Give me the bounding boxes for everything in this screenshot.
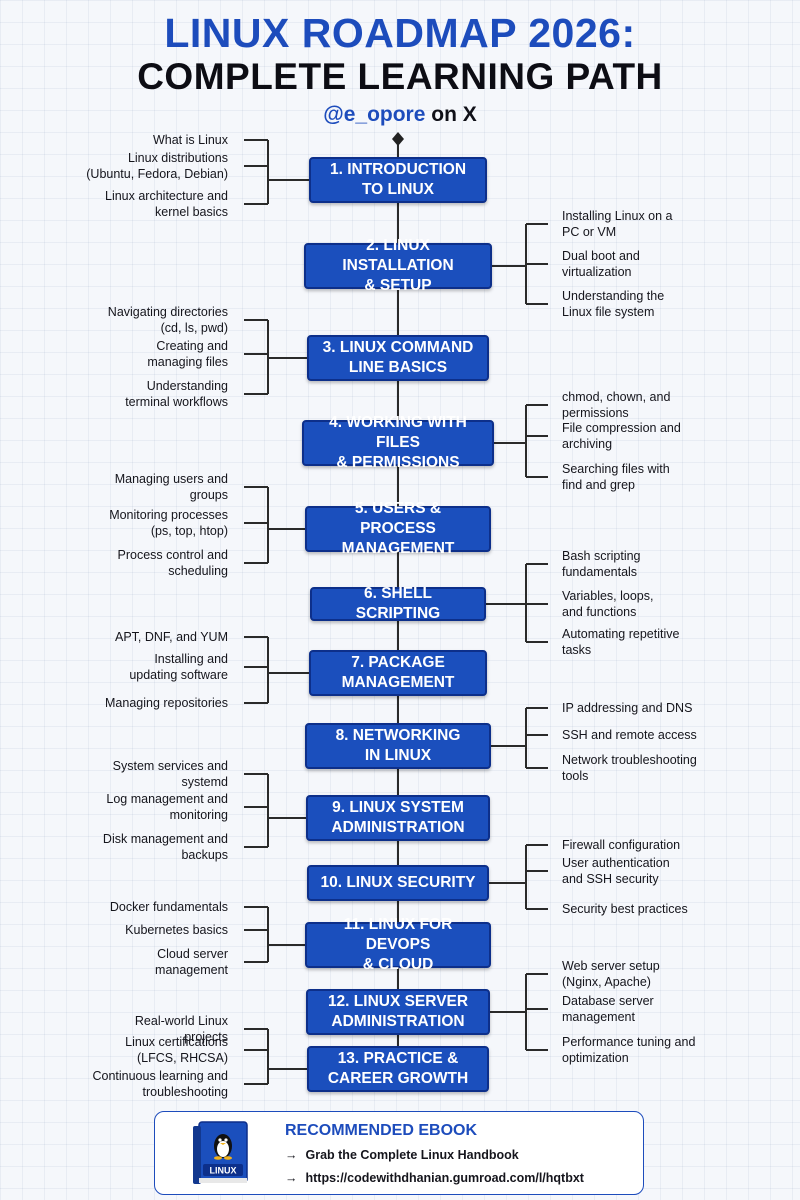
step-11-item-2: Kubernetes basics: [125, 923, 228, 937]
arrow-right-icon: →: [285, 1171, 298, 1185]
step-5-item-1: Managing users and groups: [114, 472, 228, 502]
step-13-item-1: Real-world Linux projects: [134, 1014, 228, 1044]
book-label: LINUX: [210, 1166, 237, 1176]
step-box-12: 12. LINUX SERVER ADMINISTRATION: [306, 989, 490, 1035]
step-10-item-2: User authentication and SSH security: [562, 856, 670, 886]
step-1-item-3: Linux architecture and kernel basics: [105, 189, 228, 219]
step-7-item-1: APT, DNF, and YUM: [114, 630, 228, 644]
ebook-panel[interactable]: LINUX RECOMMENDED EBOOK → Grab the Comple…: [154, 1111, 644, 1195]
step-box-8: 8. NETWORKING IN LINUX: [305, 723, 491, 769]
step-8-item-2: SSH and remote access: [562, 728, 697, 742]
author-handle: @e_opore on X: [0, 103, 800, 127]
step-3-item-3: Understanding terminal workflows: [125, 379, 228, 409]
step-3-item-2: Creating and managing files: [147, 339, 228, 369]
step-8-item-1: IP addressing and DNS: [562, 701, 693, 715]
step-8-item-3: Network troubleshooting tools: [562, 753, 697, 783]
step-5-item-2: Monitoring processes (ps, top, htop): [109, 508, 228, 538]
step-box-4: 4. WORKING WITH FILES & PERMISSIONS: [302, 414, 494, 471]
step-12-item-3: Performance tuning and optimization: [562, 1035, 696, 1065]
step-6-item-1: Bash scripting fundamentals: [562, 549, 641, 579]
page-title: LINUX ROADMAP 2026:: [164, 10, 636, 56]
handle-suffix: on X: [425, 103, 477, 126]
step-12-item-2: Database server management: [562, 994, 654, 1024]
step-box-6: 6. SHELL SCRIPTING: [310, 585, 486, 622]
step-box-11: 11. LINUX FOR DEVOPS & CLOUD: [305, 916, 491, 973]
arrow-right-icon: →: [285, 1148, 298, 1162]
step-4-item-3: Searching files with find and grep: [562, 462, 670, 492]
ebook-link-line[interactable]: → https://codewithdhanian.gumroad.com/l/h…: [285, 1171, 584, 1185]
step-box-1: 1. INTRODUCTION TO LINUX: [309, 157, 487, 203]
ebook-link[interactable]: https://codewithdhanian.gumroad.com/l/hq…: [305, 1171, 584, 1185]
handle-name: @e_opore: [323, 103, 426, 126]
step-11-item-3: Cloud server management: [155, 947, 228, 977]
step-4-item-2: File compression and archiving: [562, 421, 681, 451]
step-12-item-1: Web server setup (Nginx, Apache): [562, 959, 660, 989]
step-box-2: 2. LINUX INSTALLATION & SETUP: [304, 237, 492, 294]
step-box-13: 13. PRACTICE & CAREER GROWTH: [307, 1046, 489, 1092]
spine-start-marker: [392, 132, 404, 146]
step-4-item-1: chmod, chown, and permissions: [562, 390, 671, 420]
step-2-item-2: Dual boot and virtualization: [562, 249, 640, 279]
step-3-item-1: Navigating directories (cd, ls, pwd): [107, 305, 228, 335]
step-1-item-1: What is Linux: [152, 133, 228, 147]
step-7-item-2: Installing and updating software: [129, 652, 228, 682]
step-1-item-2: Linux distributions (Ubuntu, Fedora, Deb…: [86, 151, 228, 181]
step-9-item-3: Disk management and backups: [102, 832, 228, 862]
step-2-item-1: Installing Linux on a PC or VM: [562, 209, 673, 239]
step-2-item-3: Understanding the Linux file system: [562, 289, 665, 319]
tux-book-icon: LINUX: [193, 1121, 248, 1184]
step-box-10: 10. LINUX SECURITY: [307, 865, 489, 901]
step-9-item-1: System services and systemd: [112, 759, 228, 789]
step-6-item-2: Variables, loops, and functions: [562, 589, 654, 619]
step-13-item-3: Continuous learning and troubleshooting: [92, 1069, 228, 1099]
ebook-line-1: → Grab the Complete Linux Handbook: [285, 1148, 519, 1162]
step-box-9: 9. LINUX SYSTEM ADMINISTRATION: [306, 795, 490, 841]
step-box-7: 7. PACKAGE MANAGEMENT: [309, 650, 487, 696]
step-13-item-2: Linux certifications (LFCS, RHCSA): [125, 1035, 228, 1065]
step-10-item-3: Security best practices: [562, 902, 688, 916]
page-subtitle: COMPLETE LEARNING PATH: [137, 56, 663, 97]
step-9-item-2: Log management and monitoring: [106, 792, 228, 822]
step-10-item-1: Firewall configuration: [562, 838, 681, 852]
step-box-5: 5. USERS & PROCESS MANAGEMENT: [305, 500, 491, 557]
step-11-item-1: Docker fundamentals: [109, 900, 228, 914]
ebook-title: RECOMMENDED EBOOK: [285, 1122, 478, 1139]
step-7-item-3: Managing repositories: [105, 696, 228, 710]
step-box-3: 3. LINUX COMMAND LINE BASICS: [307, 335, 489, 381]
step-6-item-3: Automating repetitive tasks: [562, 627, 680, 657]
ebook-line-1-text: Grab the Complete Linux Handbook: [305, 1148, 519, 1162]
step-5-item-3: Process control and scheduling: [117, 548, 228, 578]
